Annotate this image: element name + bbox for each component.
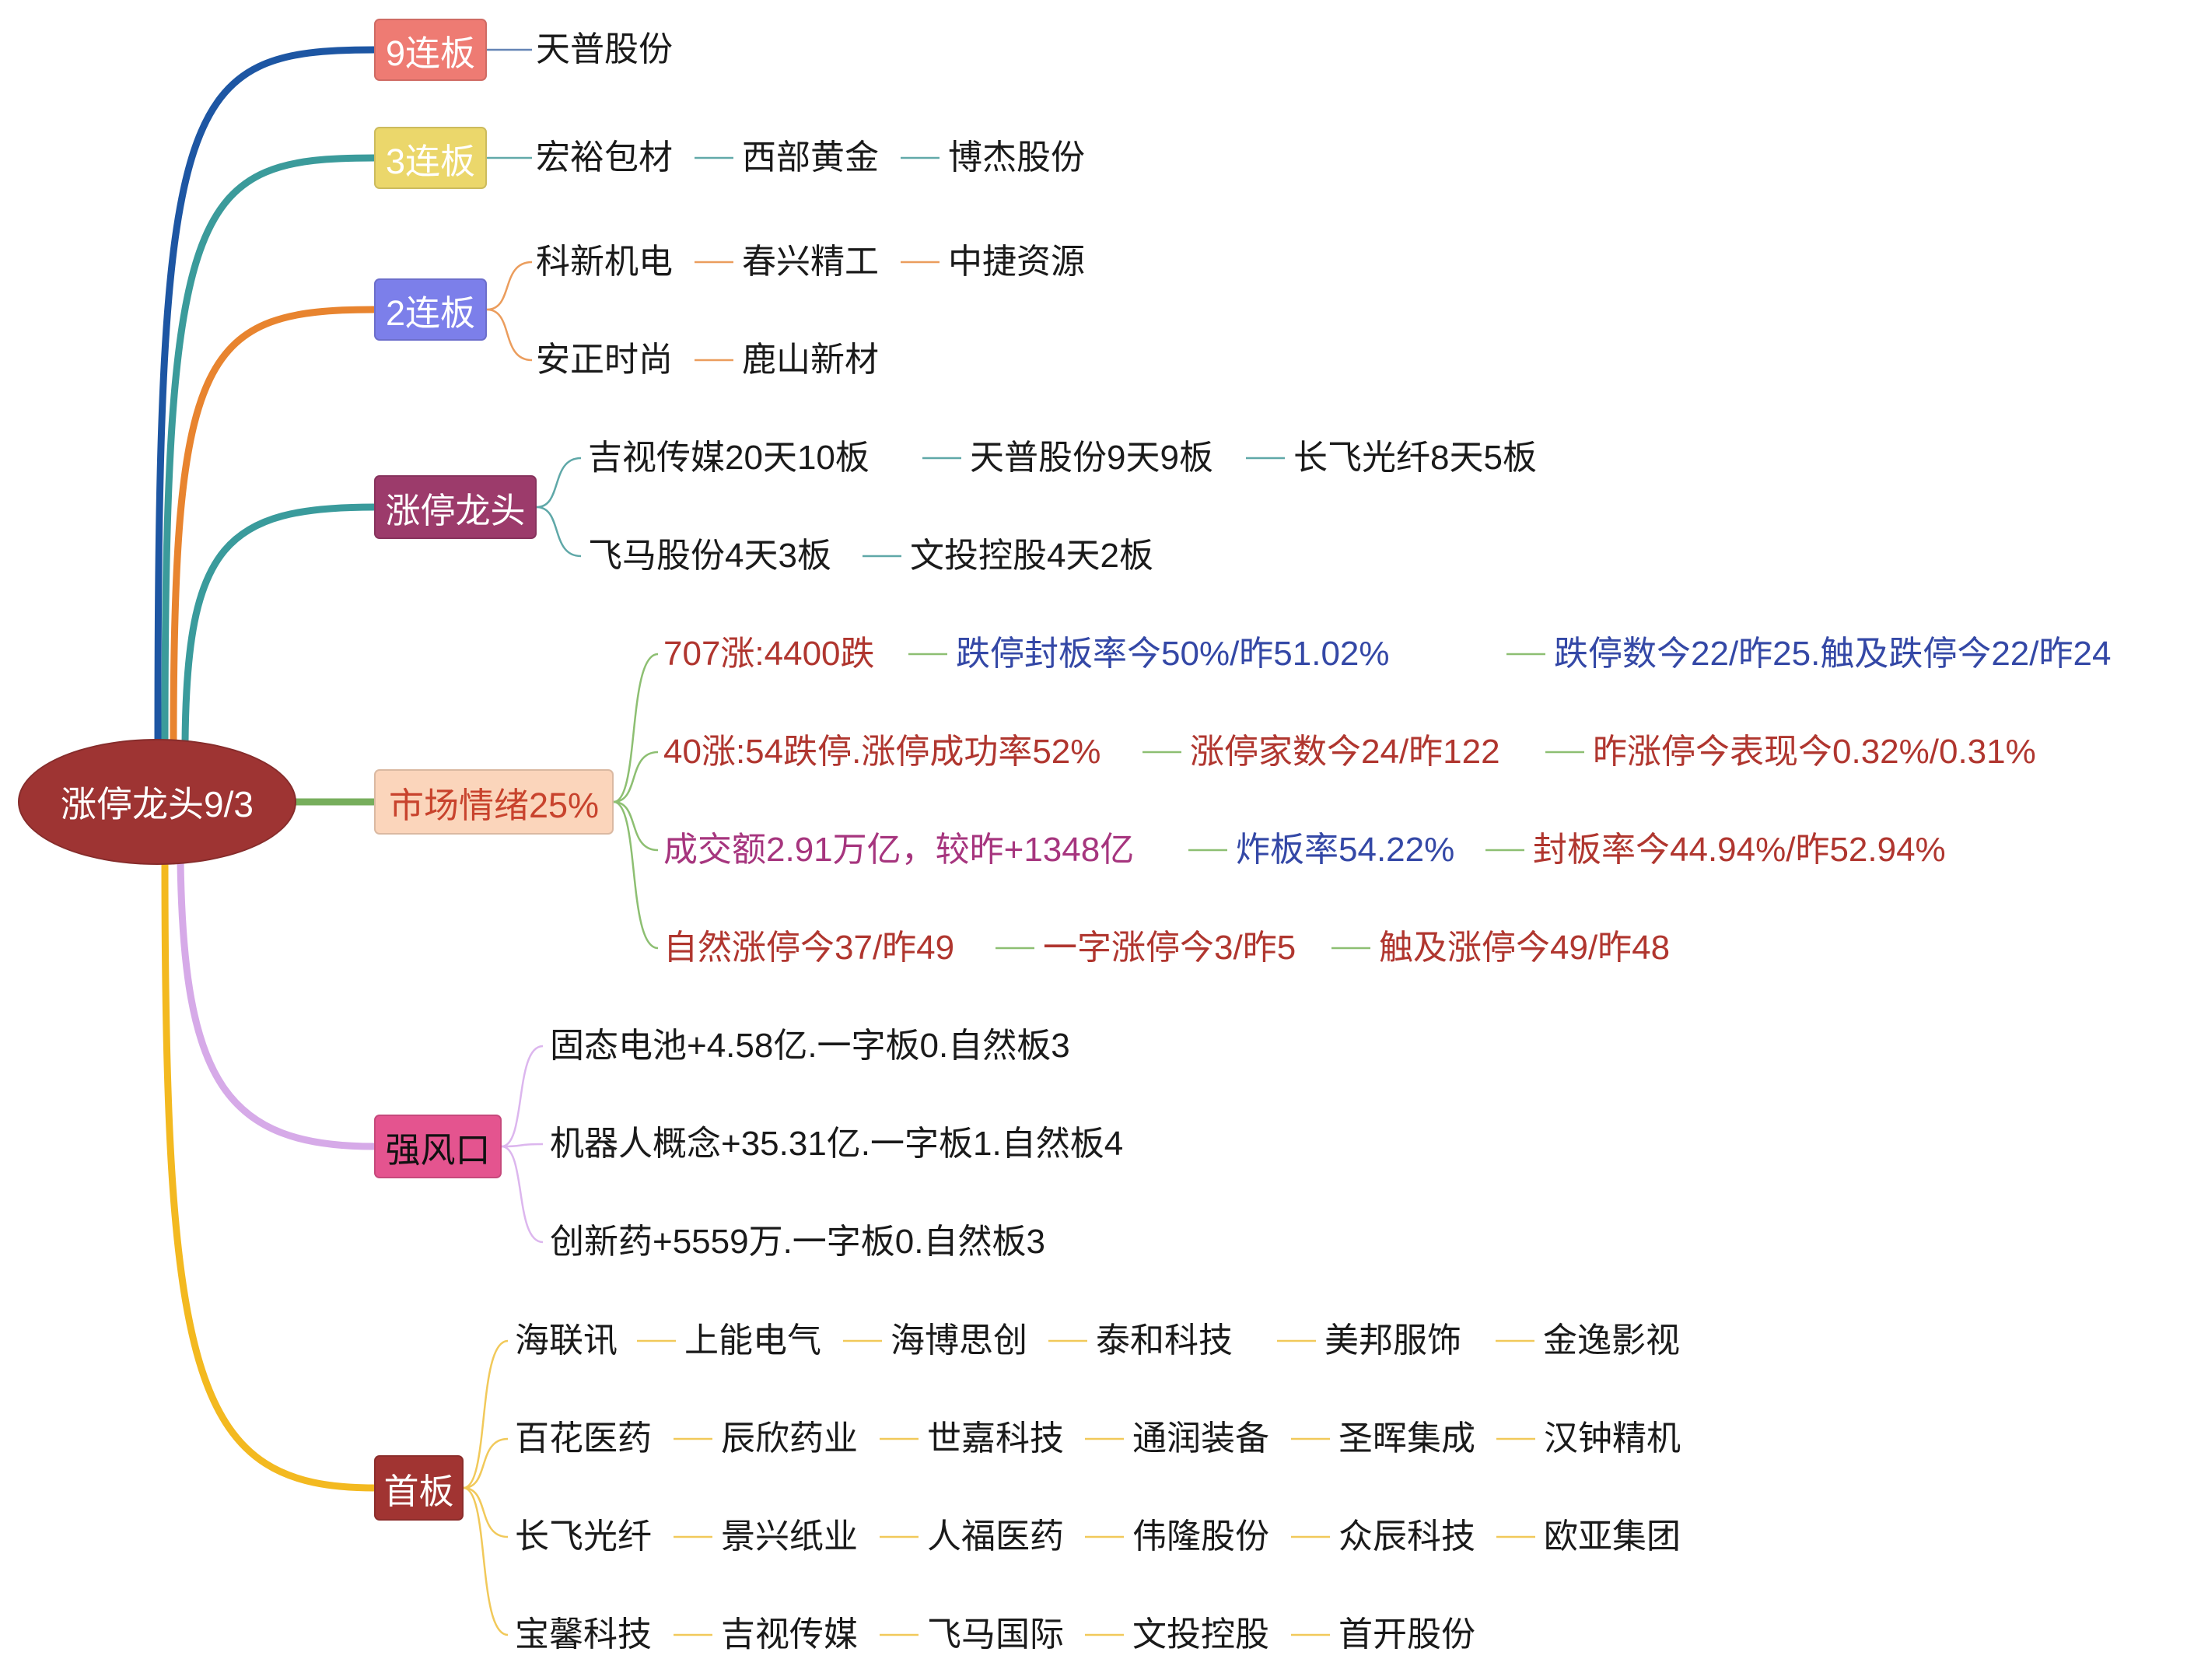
leaf-node: 文投控股4天2板	[910, 537, 1153, 575]
leaf-node: 安正时尚	[536, 341, 673, 379]
sentiment-stat: 跌停封板率今50%/昨51.02%	[956, 635, 1390, 673]
leaf-node: 西部黄金	[742, 138, 879, 177]
sentiment-stat: 40涨:54跌停.涨停成功率52%	[663, 733, 1101, 771]
branch-node-zhangting-longtou: 涨停龙头	[374, 475, 537, 539]
branch-node-first-board: 首板	[374, 1455, 464, 1521]
leaf-node: 飞马股份4天3板	[588, 537, 831, 575]
leaf-node: 文投控股	[1132, 1615, 1269, 1654]
branch-curve-2-lianban	[170, 306, 378, 747]
branch-node-2-lianban: 2连板	[374, 278, 487, 341]
bracket-curve	[536, 506, 582, 558]
branch-node-3-lianban: 3连板	[374, 127, 487, 189]
branch-curve-9-lianban	[154, 46, 378, 747]
links-market-sentiment	[613, 653, 1584, 950]
leaf-node: 长飞光纤	[515, 1517, 652, 1556]
branch-label: 市场情绪25%	[388, 785, 600, 825]
branch-curve-3-lianban	[161, 154, 378, 747]
leaf-node: 飞马国际	[927, 1615, 1064, 1654]
leaf-node: 众辰科技	[1338, 1517, 1475, 1556]
leaf-node: 天普股份	[536, 30, 673, 68]
sentiment-stat: 炸板率54.22%	[1236, 831, 1455, 869]
branch-label: 首板	[383, 1471, 454, 1511]
sector-item: 创新药+5559万.一字板0.自然板3	[550, 1223, 1045, 1261]
branch-label: 3连板	[385, 141, 476, 181]
leaf-node: 海博思创	[891, 1321, 1027, 1360]
branch-node-hot-sector: 强风口	[374, 1115, 502, 1178]
leaf-node: 宝馨科技	[515, 1615, 652, 1654]
leaf-node: 天普股份9天9板	[970, 439, 1213, 477]
branch-curve-hot-sector	[177, 857, 378, 1150]
leaf-node: 长飞光纤8天5板	[1293, 439, 1537, 477]
branch-label: 涨停龙头	[385, 490, 526, 530]
branch-label: 9连板	[385, 33, 476, 73]
bracket-curve	[463, 1437, 509, 1489]
root-label: 涨停龙头9/3	[61, 784, 254, 824]
sentiment-stat: 自然涨停今37/昨49	[663, 929, 955, 967]
leaf-node: 科新机电	[536, 243, 673, 281]
branch-node-9-lianban: 9连板	[374, 19, 487, 81]
branch-label: 2连板	[385, 292, 476, 333]
sentiment-stat: 跌停数今22/昨25.触及跌停今22/昨24	[1554, 635, 2112, 673]
sentiment-stat: 一字涨停今3/昨5	[1043, 929, 1296, 967]
links-zhangting-longtou	[536, 457, 1285, 558]
sentiment-stat: 成交额2.91万亿，较昨+1348亿	[663, 831, 1135, 869]
leaf-node: 吉视传媒	[721, 1615, 858, 1654]
leaf-node: 泰和科技	[1096, 1321, 1233, 1360]
sentiment-stat: 触及涨停今49/昨48	[1379, 929, 1671, 967]
leaf-node: 世嘉科技	[927, 1419, 1064, 1458]
links-first-board	[463, 1339, 1535, 1636]
branch-label: 强风口	[385, 1129, 491, 1170]
sector-item: 固态电池+4.58亿.一字板0.自然板3	[550, 1027, 1070, 1065]
leaf-node: 博杰股份	[948, 138, 1085, 177]
leaf-node: 汉钟精机	[1544, 1419, 1681, 1458]
bracket-curve	[613, 800, 659, 950]
leaf-node: 辰欣药业	[721, 1419, 858, 1458]
bracket-curve	[501, 1145, 544, 1244]
branch-curve-zhangting-longtou	[181, 503, 378, 747]
leaf-node: 春兴精工	[742, 243, 879, 281]
leaf-node: 首开股份	[1338, 1615, 1475, 1654]
sector-item: 机器人概念+35.31亿.一字板1.自然板4	[550, 1125, 1124, 1163]
bracket-curve	[463, 1486, 509, 1538]
bracket-curve	[463, 1339, 509, 1489]
leaf-node: 人福医药	[927, 1517, 1064, 1556]
branch-node-market-sentiment: 市场情绪25%	[374, 769, 614, 835]
sentiment-stat: 昨涨停今表现今0.32%/0.31%	[1593, 733, 2036, 771]
leaf-node: 宏裕包材	[536, 138, 673, 177]
leaf-node: 金逸影视	[1543, 1321, 1680, 1360]
leaf-node: 圣晖集成	[1338, 1419, 1475, 1458]
leaf-node: 百花医药	[515, 1419, 652, 1458]
leaf-node: 通润装备	[1132, 1419, 1269, 1458]
root-node: 涨停龙头9/3	[18, 739, 296, 865]
sentiment-stat: 707涨:4400跌	[663, 635, 875, 673]
leaf-node: 吉视传媒20天10板	[588, 439, 870, 477]
bracket-curve	[536, 457, 582, 509]
bracket-curve	[613, 800, 659, 852]
bracket-curve	[501, 1143, 544, 1148]
bracket-curve	[486, 261, 533, 311]
sentiment-stat: 涨停家数今24/昨122	[1190, 733, 1500, 771]
leaf-node: 中捷资源	[948, 243, 1085, 281]
leaf-node: 美邦服饰	[1324, 1321, 1461, 1360]
leaf-node: 上能电气	[684, 1321, 821, 1360]
links-2-lianban	[486, 261, 940, 362]
sentiment-stat: 封板率今44.94%/昨52.94%	[1533, 831, 1946, 869]
leaf-node: 欧亚集团	[1544, 1517, 1681, 1556]
branch-curve-first-board	[161, 857, 378, 1492]
bracket-curve	[463, 1486, 509, 1636]
bracket-curve	[613, 751, 659, 803]
bracket-curve	[613, 653, 659, 803]
bracket-curve	[501, 1045, 544, 1148]
leaf-node: 景兴纸业	[721, 1517, 858, 1556]
links-hot-sector	[501, 1045, 544, 1244]
leaf-node: 伟隆股份	[1132, 1517, 1269, 1556]
bracket-curve	[486, 308, 533, 362]
leaf-node: 海联讯	[515, 1321, 618, 1360]
leaf-node: 鹿山新材	[742, 341, 879, 379]
